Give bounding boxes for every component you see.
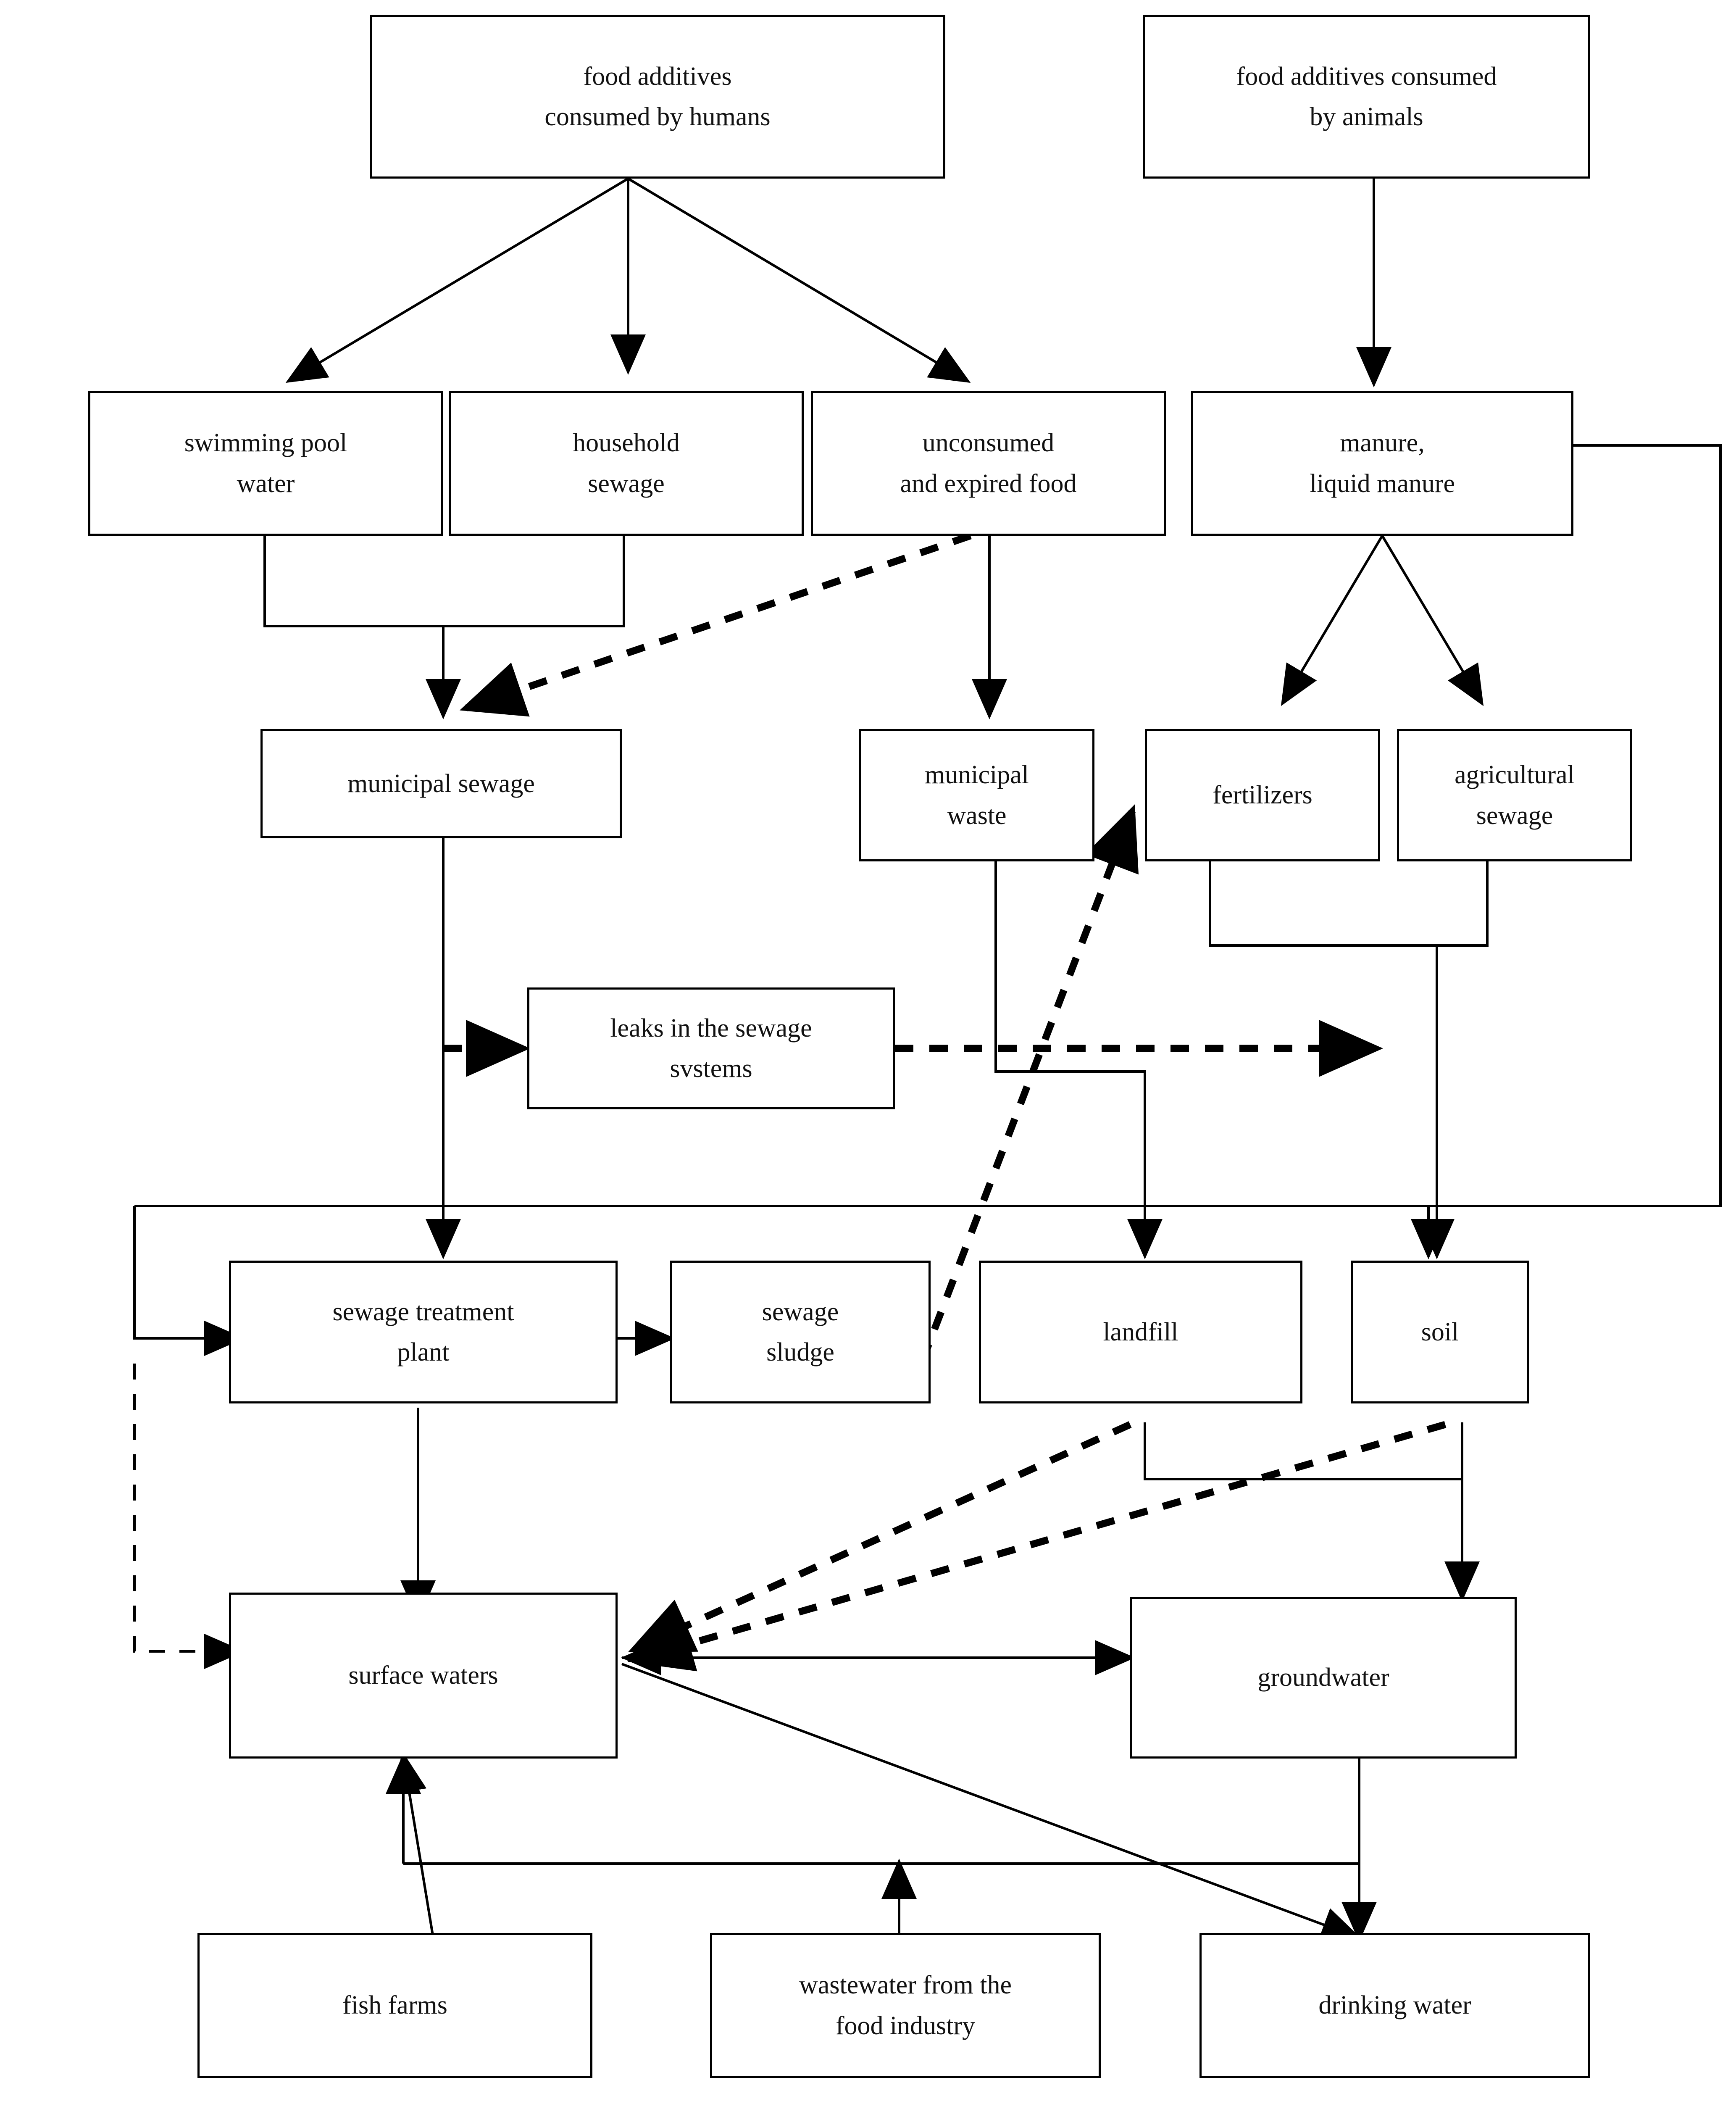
node-label-line: municipal sewage	[347, 769, 535, 798]
node-label-line: and expired food	[900, 469, 1077, 498]
node-household-sewage[interactable]: household sewage	[449, 391, 804, 536]
node-label-line: soil	[1421, 1317, 1459, 1346]
node-label-line: liquid manure	[1309, 469, 1455, 498]
node-label-line: plant	[397, 1338, 450, 1366]
node-label-line: sludge	[766, 1338, 834, 1366]
node-surface-waters[interactable]: surface waters	[229, 1593, 618, 1759]
node-label-line: groundwater	[1257, 1663, 1389, 1692]
edge-landfill-to-surface-dashed	[628, 1421, 1132, 1653]
node-municipal-waste[interactable]: municipal waste	[859, 729, 1094, 861]
node-label-line: landfill	[1103, 1317, 1178, 1346]
node-label-line: fertilizers	[1213, 781, 1313, 810]
node-swimming-pool-water[interactable]: swimming pool water	[88, 391, 443, 536]
node-label-line: surface waters	[348, 1661, 498, 1690]
node-label-line: sewage	[588, 469, 665, 498]
node-label-line: leaks in the sewage	[610, 1014, 812, 1043]
node-label-line: fish farms	[342, 1991, 447, 2020]
node-label-line: household	[573, 429, 680, 458]
edge-waste-to-landfill	[994, 838, 1163, 1259]
node-label-line: unconsumed	[922, 429, 1055, 458]
node-wastewater-food-industry[interactable]: wastewater from the food industry	[710, 1933, 1101, 2078]
node-label-line: water	[237, 469, 295, 498]
edge-humans-to-unconsumed	[627, 177, 971, 383]
edge-left-into-stp	[133, 1206, 245, 1356]
node-label-line: food additives	[583, 62, 732, 91]
node-label-line: consumed by humans	[544, 103, 771, 131]
node-soil[interactable]: soil	[1351, 1261, 1529, 1403]
node-label-line: drinking water	[1318, 1991, 1471, 2020]
edge-pool-elbow	[263, 536, 443, 627]
node-label-line: sewage	[1476, 801, 1553, 830]
node-label-line: sewage treatment	[332, 1297, 514, 1326]
edge-humans-to-pool	[285, 177, 629, 383]
node-municipal-sewage[interactable]: municipal sewage	[260, 729, 622, 838]
node-label-line: food additives consumed	[1236, 62, 1497, 91]
node-label-line: wastewater from the	[799, 1971, 1012, 2000]
edge-left-dashed-into-surface	[133, 1364, 245, 1669]
node-label-line: food industry	[835, 2011, 976, 2040]
node-leaks-sewage-systems[interactable]: leaks in the sewage svstems	[527, 987, 895, 1109]
node-label-line: sewage	[762, 1297, 839, 1326]
node-fertilizers[interactable]: fertilizers	[1145, 729, 1380, 861]
edge-fishfarms-to-surface	[392, 1751, 434, 1935]
edge-household-elbow	[443, 536, 625, 627]
node-food-additives-humans[interactable]: food additives consumed by humans	[370, 15, 945, 179]
node-groundwater[interactable]: groundwater	[1130, 1597, 1517, 1759]
node-label-line: municipal	[925, 761, 1029, 790]
node-manure-liquid-manure[interactable]: manure, liquid manure	[1191, 391, 1573, 536]
node-label-line: agricultural	[1455, 761, 1575, 790]
edge-manure-to-agrsewage	[1381, 535, 1484, 706]
node-unconsumed-expired-food[interactable]: unconsumed and expired food	[811, 391, 1166, 536]
node-label-line: by animals	[1310, 103, 1423, 131]
edge-landfill-soil-to-groundwater	[1144, 1422, 1480, 1602]
node-landfill[interactable]: landfill	[979, 1261, 1302, 1403]
node-label-line: svstems	[670, 1054, 752, 1083]
node-label-line: manure,	[1340, 429, 1425, 458]
node-label-line: swimming pool	[184, 429, 347, 458]
node-food-additives-animals[interactable]: food additives consumed by animals	[1143, 15, 1590, 179]
node-agricultural-sewage[interactable]: agricultural sewage	[1397, 729, 1632, 861]
node-sewage-sludge[interactable]: sewage sludge	[670, 1261, 931, 1403]
node-label-line: waste	[947, 801, 1007, 830]
node-fish-farms[interactable]: fish farms	[197, 1933, 592, 2078]
node-drinking-water[interactable]: drinking water	[1199, 1933, 1590, 2078]
edge-unconsumed-to-municipal-sewage-dashed	[459, 532, 972, 717]
node-sewage-treatment-plant[interactable]: sewage treatment plant	[229, 1261, 618, 1403]
edge-manure-to-fertilizers	[1281, 535, 1384, 706]
